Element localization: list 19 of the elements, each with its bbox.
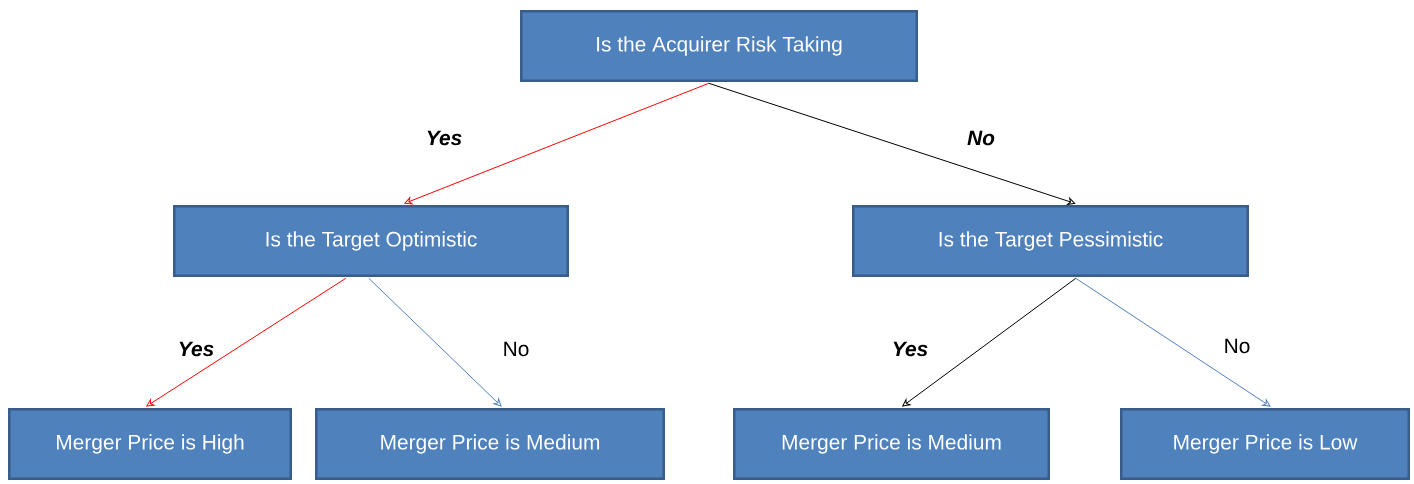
- edge-label: No: [501, 340, 531, 358]
- edge-label: No: [966, 129, 996, 147]
- arrow: [404, 82, 710, 205]
- arrow: [902, 277, 1077, 407]
- arrow: [1075, 277, 1271, 407]
- edge-label: Yes: [890, 340, 930, 358]
- decision-box: Merger Price is Medium: [315, 408, 665, 480]
- decision-box: Is the Target Pessimistic: [852, 205, 1249, 277]
- edge-label: No: [1222, 337, 1252, 355]
- arrow: [708, 82, 1076, 205]
- decision-box: Is the Target Optimistic: [173, 205, 569, 277]
- arrow: [146, 277, 347, 407]
- decision-box: Merger Price is High: [8, 408, 292, 480]
- decision-box: Is the Acquirer Risk Taking: [520, 10, 918, 82]
- arrow: [368, 277, 502, 407]
- decision-box: Merger Price is Low: [1120, 408, 1410, 480]
- decision-box: Merger Price is Medium: [733, 408, 1050, 480]
- edge-label: Yes: [424, 129, 464, 147]
- edge-label: Yes: [176, 340, 216, 358]
